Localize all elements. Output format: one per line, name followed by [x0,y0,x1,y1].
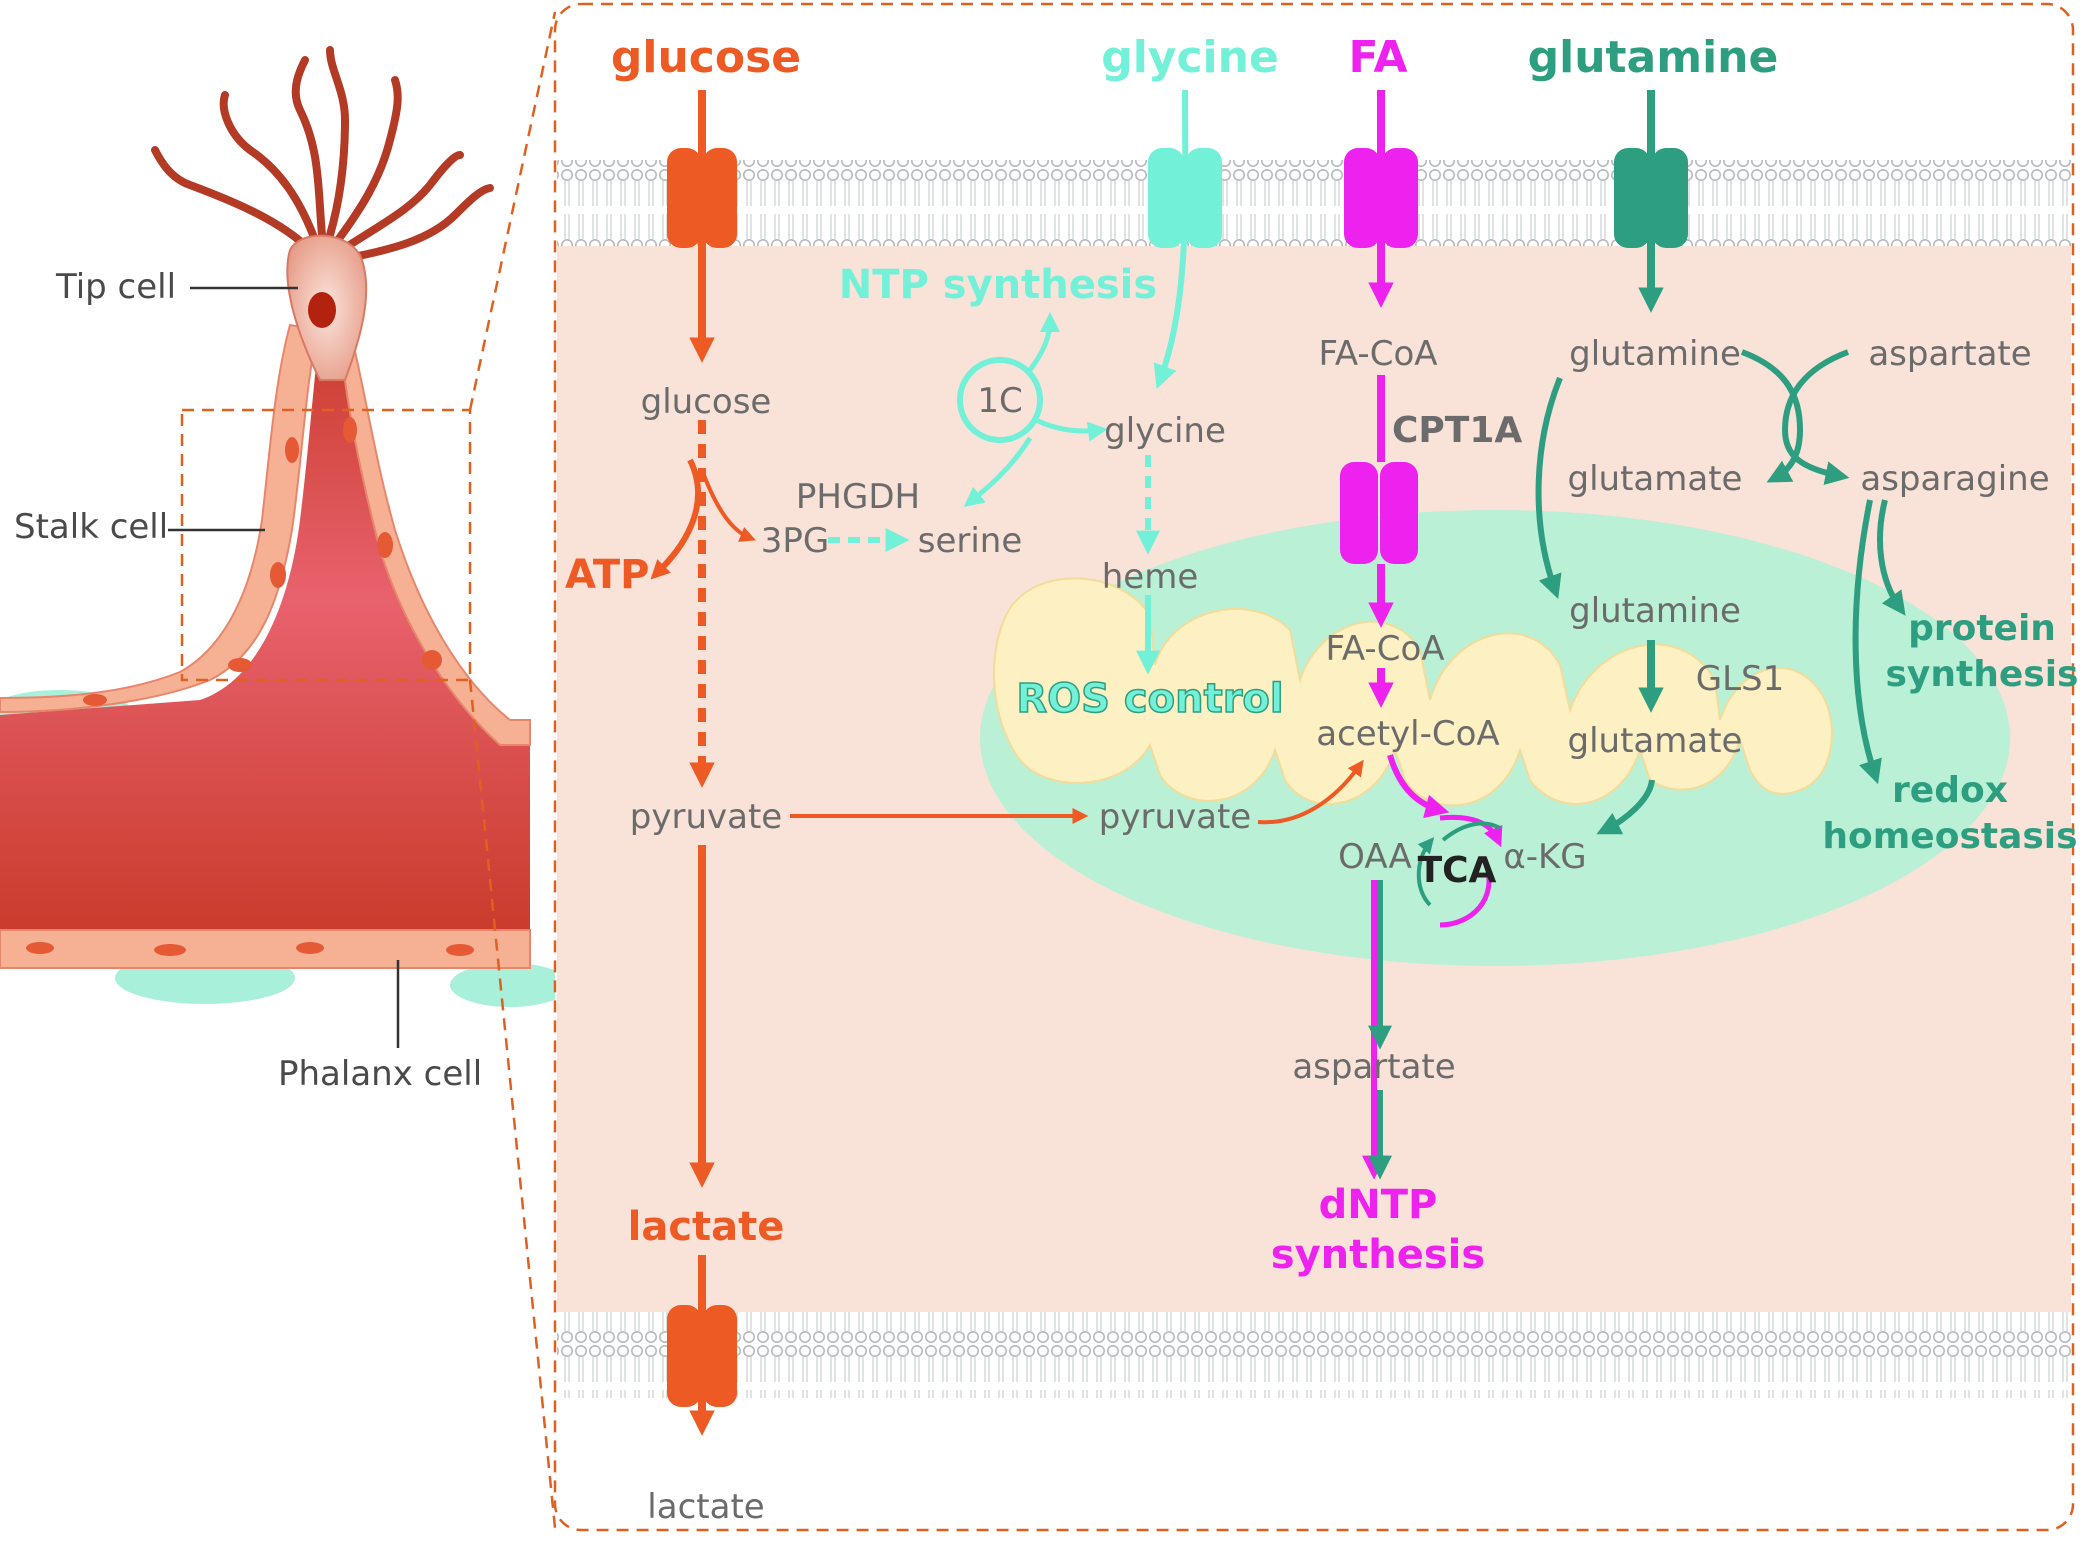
glucose-transporter [667,148,737,248]
fa-coa-label: FA-CoA [1318,334,1437,374]
endothelial-layer-bottom [0,929,531,969]
glutamine-arrows [1368,90,1906,1180]
mitochondrion-cristae [992,577,1833,807]
lactate-out-label: lactate [647,1487,764,1527]
nucleus [343,417,357,443]
nucleus [285,437,299,463]
glutamate-mito-label: glutamate [1568,721,1743,761]
glutamine-transporter [1614,148,1688,248]
ros-control-label: ROS control [1016,676,1283,722]
input-glutamine-label: glutamine [1528,32,1779,83]
lactate-bold-label: lactate [628,1204,785,1250]
glucose-label: glucose [641,382,772,422]
vessel-illustration: Tip cell Stalk cell Phalanx cell [0,11,570,1529]
glutamine-label: glutamine [1569,334,1741,374]
tip-cell-nucleus [308,292,336,328]
pyruvate-label: pyruvate [630,797,782,837]
serine-label: serine [918,521,1023,561]
nucleus [446,944,474,956]
protein-synthesis-line1: protein [1908,608,2056,649]
input-glycine-label: glycine [1101,32,1279,83]
zoom-line-top [468,11,557,411]
phalanx-cell-label: Phalanx cell [278,1054,482,1094]
fa-arrows [1362,90,1503,1180]
nucleus [377,532,393,558]
protein-synthesis-line2: synthesis [1886,654,2079,695]
cell-panel: glucose glycine FA glutamine glucose ATP… [553,2,2079,1532]
input-fa-label: FA [1348,32,1407,83]
glutamine-mito-label: glutamine [1569,591,1741,631]
redox-homeostasis-line2: homeostasis [1822,816,2077,857]
membrane-bottom [557,1312,2071,1398]
phgdh-label: PHGDH [796,477,920,517]
fa-transporter [1344,148,1418,248]
membrane-top [557,160,2071,246]
acetyl-coa-label: acetyl-CoA [1316,714,1499,754]
glucose-arrows [650,90,1364,1436]
pyruvate-mito-label: pyruvate [1099,797,1251,837]
vessel-lumen [0,320,530,940]
aspartate-gln-label: aspartate [1868,334,2031,374]
asparagine-label: asparagine [1860,459,2049,499]
dntp-label-line2: synthesis [1271,1232,1485,1278]
glycine-arrows [828,89,1189,675]
input-glucose-label: glucose [611,32,801,83]
filopodia [151,46,494,262]
nucleus [154,944,186,956]
one-carbon-label: 1C [977,381,1022,421]
transporters [667,148,1688,1407]
atp-label: ATP [565,552,649,598]
nucleus [228,658,252,672]
nucleus [422,650,442,670]
cpt1a-label: CPT1A [1392,410,1522,451]
glycine-label: glycine [1104,411,1226,451]
nucleus [270,562,286,588]
stalk-cell-label: Stalk cell [14,507,168,547]
nucleus [26,942,54,954]
nucleus [83,694,107,706]
zoom-line-bottom [468,679,557,1529]
akg-label: α-KG [1503,837,1586,877]
tca-label: TCA [1418,850,1497,891]
ntp-synthesis-label: NTP synthesis [839,262,1157,308]
fa-coa-mito-label: FA-CoA [1325,629,1444,669]
aspartate-label: aspartate [1292,1047,1455,1087]
redox-homeostasis-line1: redox [1892,770,2008,811]
phalanx-cell-bottom-2 [450,963,570,1007]
cpt1a-transporter [1340,462,1418,564]
glutamate-label: glutamate [1568,459,1743,499]
oaa-label: OAA [1338,837,1412,877]
heme-label: heme [1102,557,1199,597]
tip-cell-label: Tip cell [55,267,176,307]
lactate-transporter [667,1305,737,1407]
glycine-transporter [1148,148,1222,248]
gls1-label: GLS1 [1696,659,1785,699]
3pg-label: 3PG [761,521,829,561]
dntp-label-line1: dNTP [1319,1182,1438,1228]
nucleus [296,942,324,954]
zoom-region-box [180,408,472,682]
mitochondrion [980,510,2010,966]
